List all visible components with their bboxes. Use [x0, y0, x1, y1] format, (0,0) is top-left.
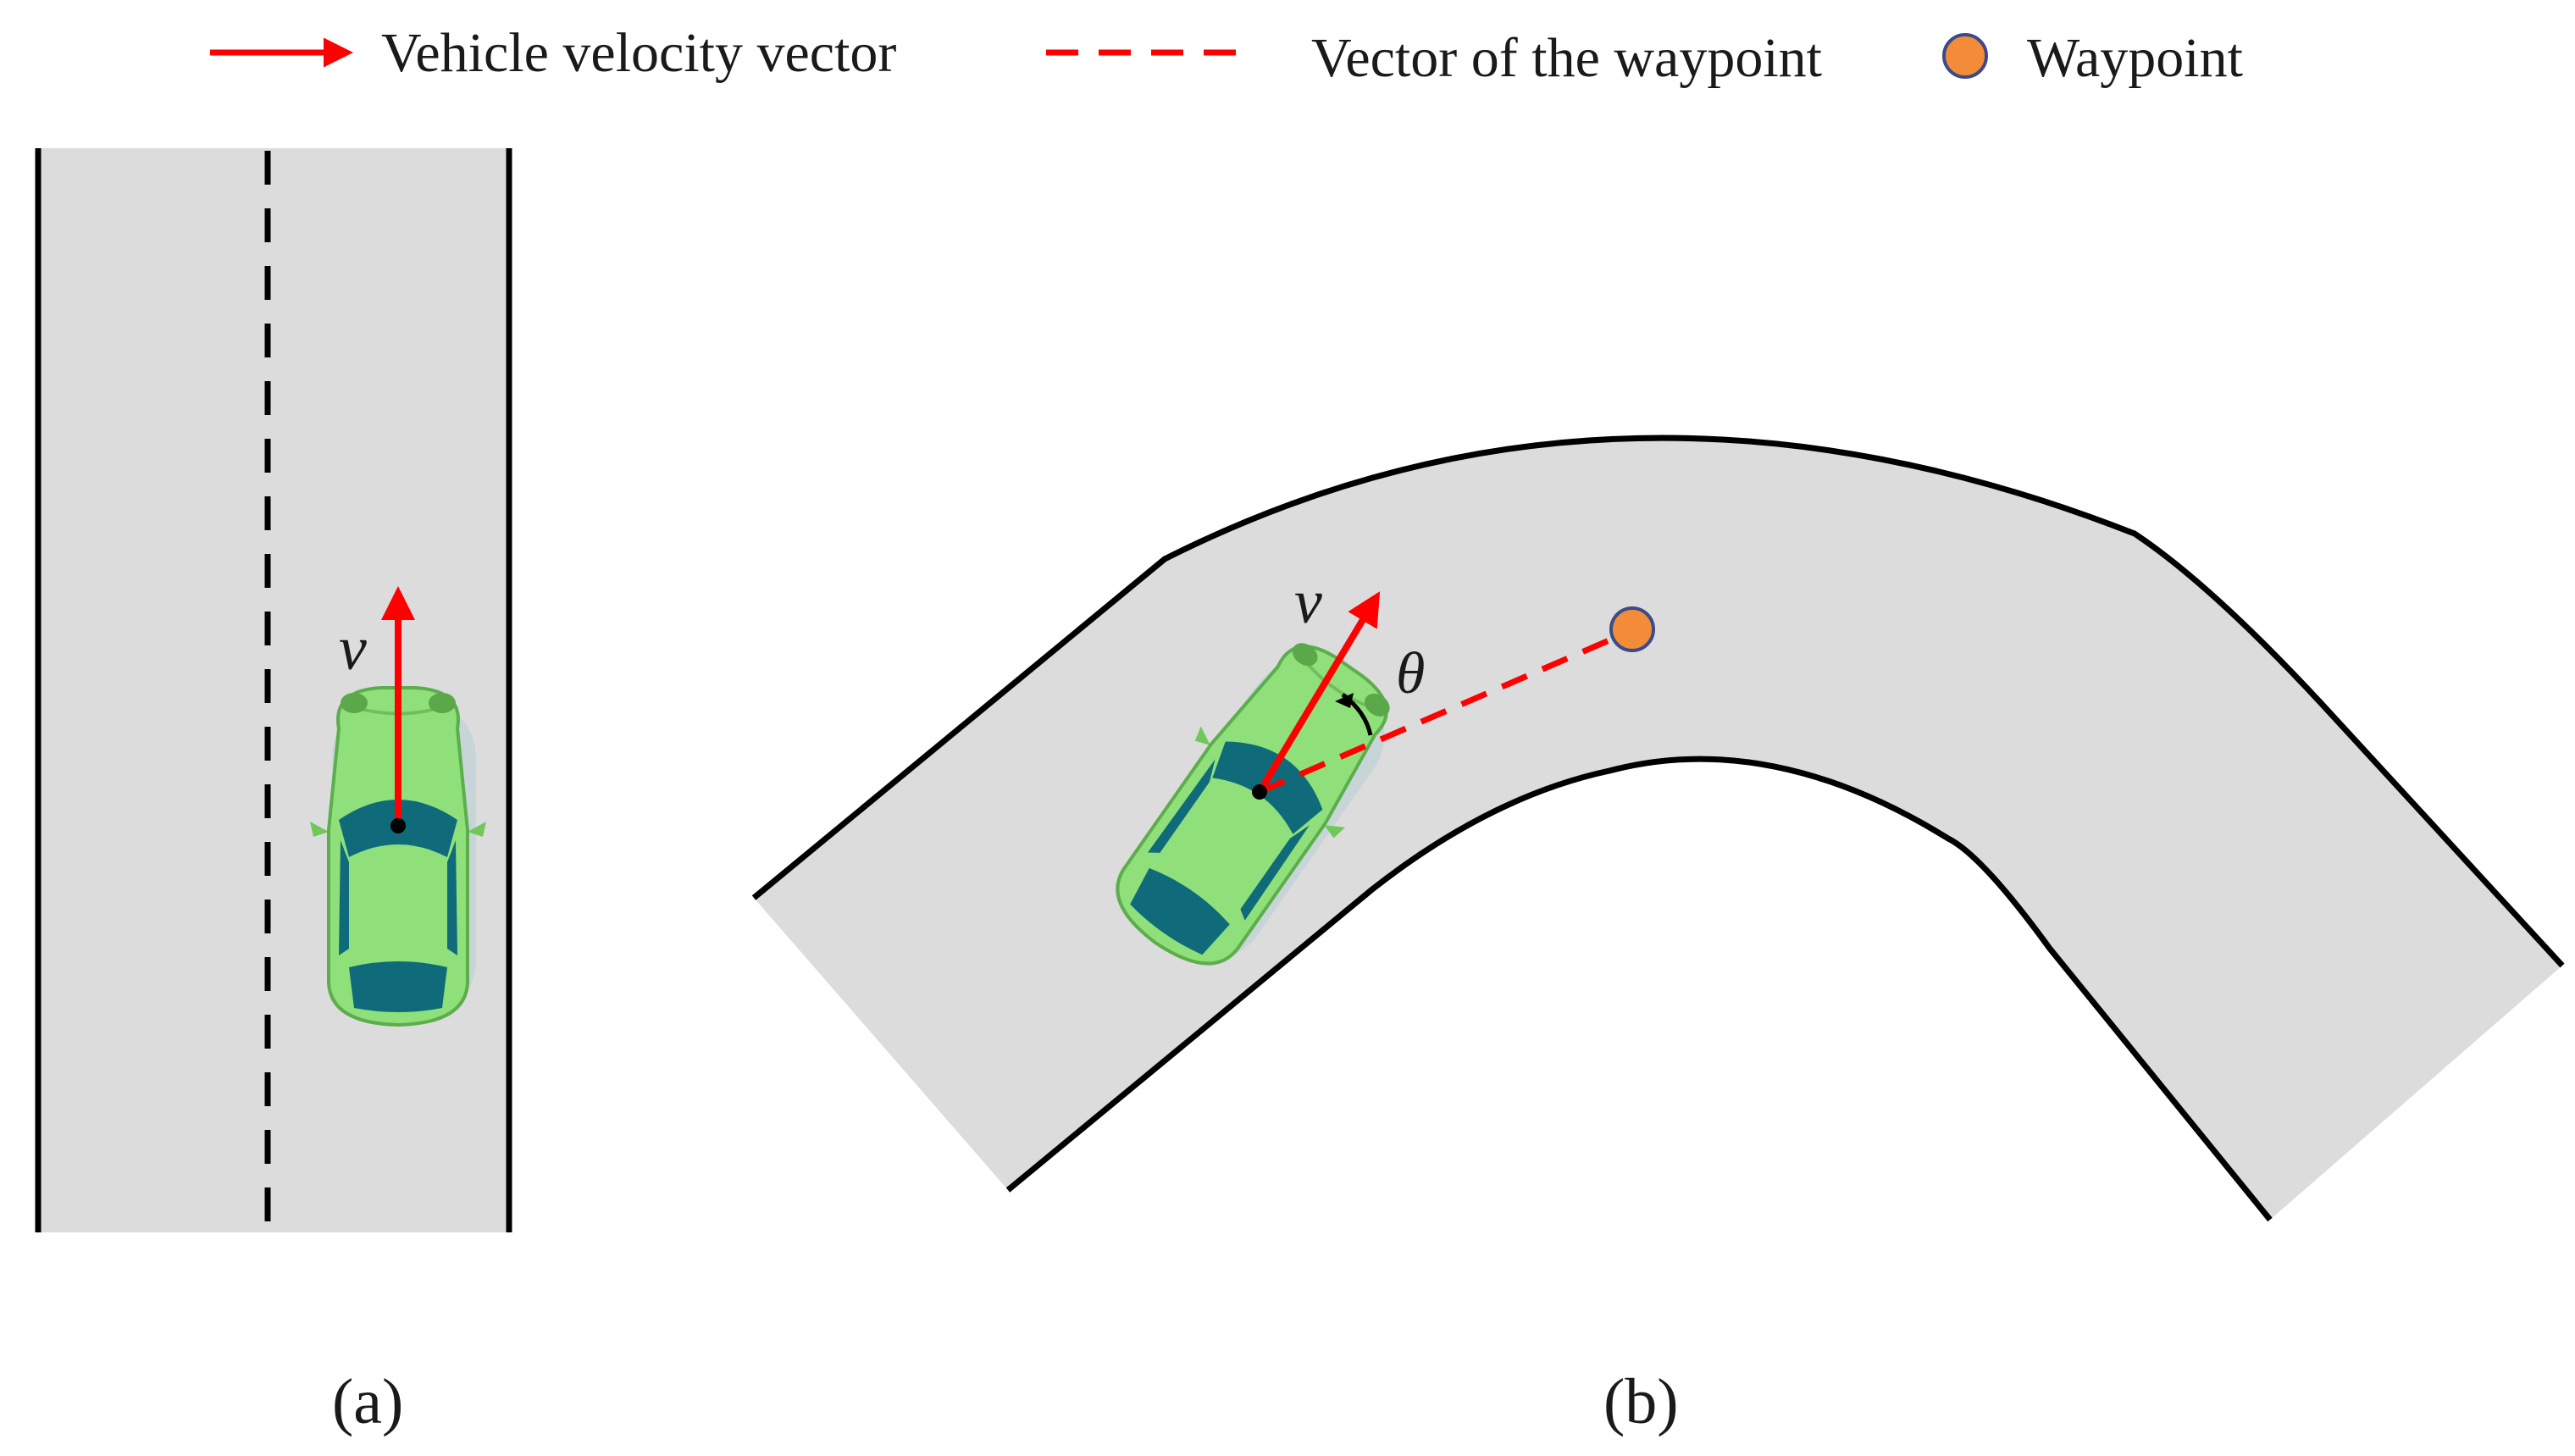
caption-a: (a)	[332, 1366, 403, 1437]
curved-road-outer-edge	[751, 435, 2565, 968]
vehicle-center-point-a	[390, 818, 406, 833]
legend-waypoint-label: Waypoint	[2027, 27, 2243, 89]
panel-b: v θ (b)	[751, 435, 2565, 1437]
theta-symbol: θ	[1396, 641, 1425, 706]
angle-arc-arrowhead	[1335, 693, 1354, 708]
waypoint-vector-line	[1258, 628, 1632, 795]
caption-b: (b)	[1603, 1366, 1679, 1437]
curved-road-inner-edge	[1005, 756, 2273, 1222]
velocity-arrow-b	[1256, 591, 1381, 794]
vehicle-center-point-b	[1252, 784, 1267, 800]
curved-road	[754, 438, 2562, 1220]
velocity-symbol-a: v	[339, 614, 367, 684]
panel-a: v (a)	[35, 148, 512, 1437]
legend: Vehicle velocity vector Vector of the wa…	[210, 22, 2243, 89]
legend-waypoint-marker	[1942, 33, 1988, 79]
waypoint-marker	[1609, 606, 1655, 652]
velocity-symbol-b: v	[1294, 567, 1322, 637]
legend-velocity-label: Vehicle velocity vector	[381, 22, 896, 84]
legend-waypoint-vector-label: Vector of the waypoint	[1311, 27, 1822, 89]
